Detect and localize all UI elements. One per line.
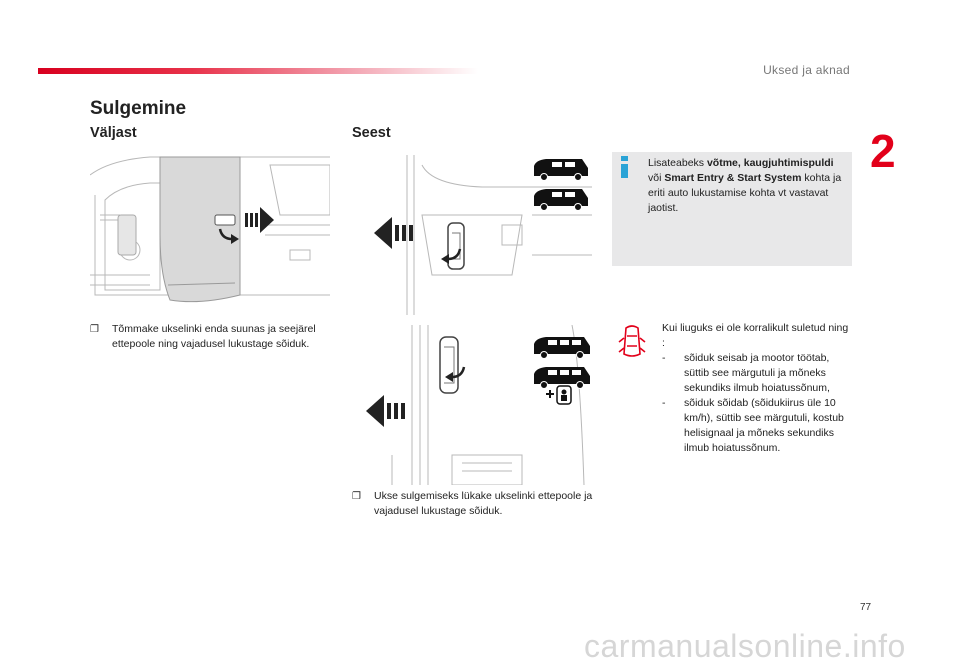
inside-step-text: Ukse sulgemiseks lükake ukselinki ettepo… xyxy=(374,490,593,517)
checkbox-bullet-icon: ❐ xyxy=(352,491,361,502)
footer-watermark: carmanualsonline.info xyxy=(584,628,906,664)
section-heading-inside: Seest xyxy=(352,125,391,141)
outside-step: ❐ Tõmmake ukselinki enda suunas ja seejä… xyxy=(90,322,335,352)
van-silhouette-icons-top xyxy=(532,156,592,216)
warning-text-block: Kui liuguks ei ole korralikult suletud n… xyxy=(662,321,852,456)
pull-curve-arrow-icon xyxy=(218,227,240,245)
warning-item-1-text: sõiduk seisab ja mootor töötab, süttib s… xyxy=(684,352,830,394)
info-icon xyxy=(618,156,632,178)
dash-marker: - xyxy=(662,397,666,409)
inside-closing-illustration-1 xyxy=(352,155,592,315)
warning-item-2: - sõiduk sõidab (sõidukiirus üle 10 km/h… xyxy=(662,396,852,456)
dash-marker: - xyxy=(662,352,666,364)
van-side-door-drawing xyxy=(90,156,330,303)
van-silhouette-icons-bottom xyxy=(532,334,594,406)
warning-intro: Kui liuguks ei ole korralikult suletud n… xyxy=(662,322,849,349)
push-arrow-icon xyxy=(366,395,410,427)
van-silhouette-icon xyxy=(534,159,588,181)
push-arrow-icon xyxy=(245,207,275,233)
info-text-mid: või xyxy=(648,172,665,184)
header-accent-bar xyxy=(38,68,478,74)
car-door-open-warning-icon xyxy=(618,324,646,360)
van-silhouette-icon xyxy=(534,189,588,211)
info-text-suffix: kohta ja eriti auto lukustamise kohta vt… xyxy=(648,172,842,214)
van-silhouette-icon xyxy=(534,337,590,359)
forward-curve-arrow-icon xyxy=(444,365,466,383)
info-text-prefix: Lisateabeks xyxy=(648,157,707,169)
info-text-bold-smart: Smart Entry & Start System xyxy=(664,172,802,184)
forward-curve-arrow-icon xyxy=(440,247,462,265)
page-title: Sulgemine xyxy=(90,98,187,119)
running-header: Uksed ja aknad xyxy=(763,63,850,77)
chapter-number: 2 xyxy=(870,125,896,177)
warning-item-2-text: sõiduk sõidab (sõidukiirus üle 10 km/h),… xyxy=(684,397,844,454)
warning-item-1: - sõiduk seisab ja mootor töötab, süttib… xyxy=(662,351,852,396)
checkbox-bullet-icon: ❐ xyxy=(90,324,99,335)
outside-closing-illustration xyxy=(90,155,330,315)
outside-step-text: Tõmmake ukselinki enda suunas ja seejäre… xyxy=(112,323,316,350)
section-heading-outside: Väljast xyxy=(90,125,137,141)
seat-plus-icon xyxy=(546,385,572,405)
inside-step: ❐ Ukse sulgemiseks lükake ukselinki ette… xyxy=(352,489,597,519)
page-number: 77 xyxy=(860,602,872,613)
push-arrow-icon xyxy=(374,217,418,249)
van-silhouette-icon xyxy=(534,367,590,389)
info-text-bold-key: võtme, kaugjuhtimispuldi xyxy=(706,157,834,169)
info-box: Lisateabeks võtme, kaugjuhtimispuldi või… xyxy=(612,152,852,266)
